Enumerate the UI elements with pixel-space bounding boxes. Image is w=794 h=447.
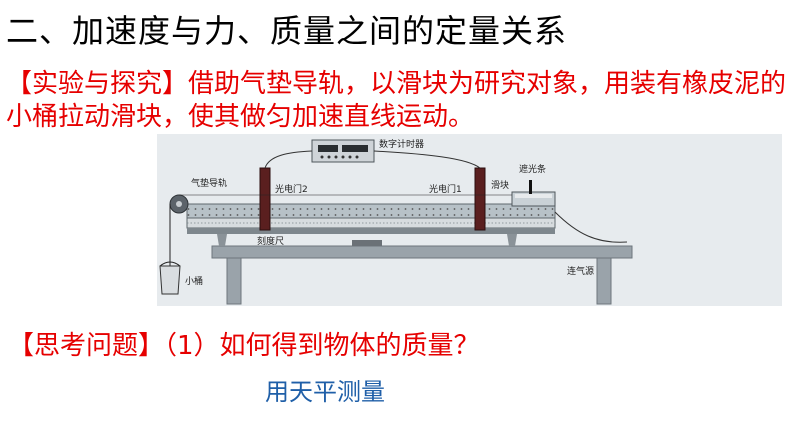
label-timer: 数字计时器	[379, 138, 424, 150]
label-air-source: 连气源	[567, 265, 594, 277]
experiment-intro: 【实验与探究】借助气垫导轨，以滑块为研究对象，用装有橡皮泥的小桶拉动滑块，使其做…	[6, 69, 787, 132]
air-track	[186, 203, 556, 234]
photo-gate-1	[474, 167, 486, 231]
label-shade-strip: 遮光条	[519, 163, 546, 175]
digital-timer	[311, 139, 375, 163]
cables	[264, 150, 628, 243]
string	[169, 194, 512, 266]
thinking-question: 【思考问题】（1）如何得到物体的质量？	[8, 331, 480, 361]
label-air-track: 气垫导轨	[191, 177, 227, 189]
label-gate2: 光电门2	[275, 183, 308, 195]
label-ruler: 刻度尺	[257, 235, 284, 247]
slide-title: 二、加速度与力、质量之间的定量关系	[6, 12, 568, 50]
label-slider: 滑块	[491, 179, 509, 191]
pulley-icon	[169, 194, 189, 214]
air-track-figure: 数字计时器 气垫导轨 光电门2 光电门1 滑块 遮光条 刻度尺 小桶 连气源	[157, 134, 782, 306]
label-gate1: 光电门1	[429, 183, 462, 195]
track-supports	[217, 234, 517, 246]
bucket-icon	[159, 261, 181, 295]
table	[211, 245, 633, 305]
photo-gate-2	[259, 167, 271, 231]
shade-strip	[529, 180, 532, 194]
answer-text: 用天平测量	[265, 378, 385, 406]
label-bucket: 小桶	[185, 275, 203, 287]
slider-block	[511, 180, 556, 207]
